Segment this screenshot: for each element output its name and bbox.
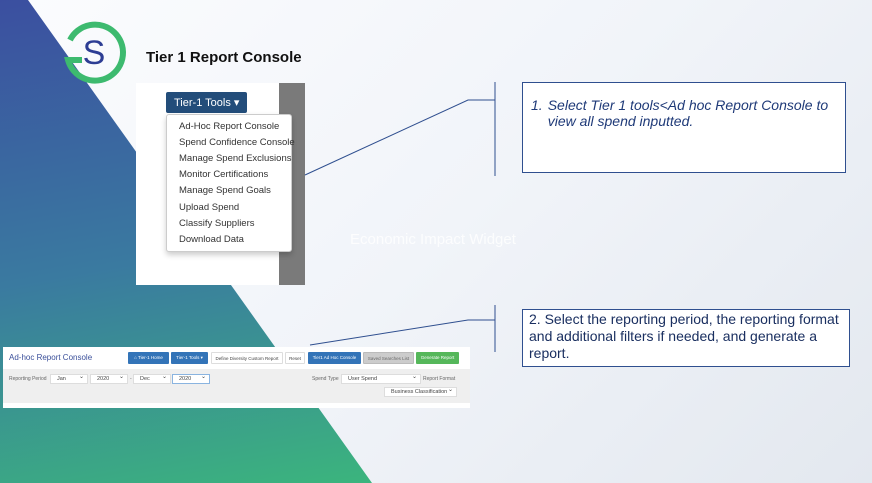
logo-icon: S <box>64 21 126 84</box>
tier1-adhoc-console-button[interactable]: Tier1 Ad Hoc Console <box>308 352 361 364</box>
report-format-label: Report Format <box>423 376 456 382</box>
define-diversity-report-button[interactable]: Define Diversity Custom Report <box>211 352 283 364</box>
console-title: Ad-hoc Report Console <box>9 353 93 362</box>
end-month-select[interactable]: Dec <box>133 373 171 384</box>
step2-callout: 2. Select the reporting period, the repo… <box>522 309 850 367</box>
spend-type-label: Spend Type <box>312 376 339 382</box>
background-widget-text: Economic Impact Widget <box>350 231 516 248</box>
end-year-select[interactable]: 2020 <box>172 373 210 384</box>
tier1-home-button[interactable]: ⌂ Tier-1 Home <box>128 352 169 364</box>
saved-searches-button[interactable]: Saved Searches List <box>363 352 414 364</box>
tier1-tools-button[interactable]: Tier-1 Tools ▾ <box>166 92 248 113</box>
page-title: Tier 1 Report Console <box>146 49 302 66</box>
start-year-select[interactable]: 2020 <box>90 373 128 384</box>
menu-item[interactable]: Manage Spend Exclusions <box>179 152 292 164</box>
step1-callout: 1.Select Tier 1 tools<Ad hoc Report Cons… <box>522 82 846 173</box>
spend-type-select[interactable]: User Spend <box>341 373 421 384</box>
menu-item[interactable]: Monitor Certifications <box>179 169 269 181</box>
menu-item[interactable]: Download Data <box>179 233 244 245</box>
step1-number: 1. <box>531 97 543 113</box>
reporting-period-label: Reporting Period <box>9 376 47 382</box>
menu-item[interactable]: Ad-Hoc Report Console <box>179 120 280 132</box>
svg-text:S: S <box>83 34 106 72</box>
tier1-tools-menu: Ad-Hoc Report Console Spend Confidence C… <box>166 114 295 252</box>
menu-item[interactable]: Manage Spend Goals <box>179 185 271 197</box>
reset-button[interactable]: Reset <box>285 352 305 364</box>
tools-menu-screenshot: Tier-1 Tools ▾ Ad-Hoc Report Console Spe… <box>136 83 305 285</box>
menu-item[interactable]: Spend Confidence Console <box>179 136 295 148</box>
report-format-select[interactable]: Business Classification <box>384 386 457 397</box>
adhoc-console-screenshot: Ad-hoc Report Console ⌂ Tier-1 Home Tier… <box>3 347 470 408</box>
start-month-select[interactable]: Jan <box>50 373 88 384</box>
menu-item[interactable]: Classify Suppliers <box>179 217 255 229</box>
generate-report-button[interactable]: Generate Report <box>416 352 459 364</box>
filter-bar: Reporting Period Jan 2020 - Dec 2020 Spe… <box>3 369 470 403</box>
menu-item[interactable]: Upload Spend <box>179 201 240 213</box>
step1-text: Select Tier 1 tools<Ad hoc Report Consol… <box>547 97 829 129</box>
period-dash: - <box>130 376 132 382</box>
tier1-tools-button[interactable]: Tier-1 Tools ▾ <box>171 352 208 364</box>
